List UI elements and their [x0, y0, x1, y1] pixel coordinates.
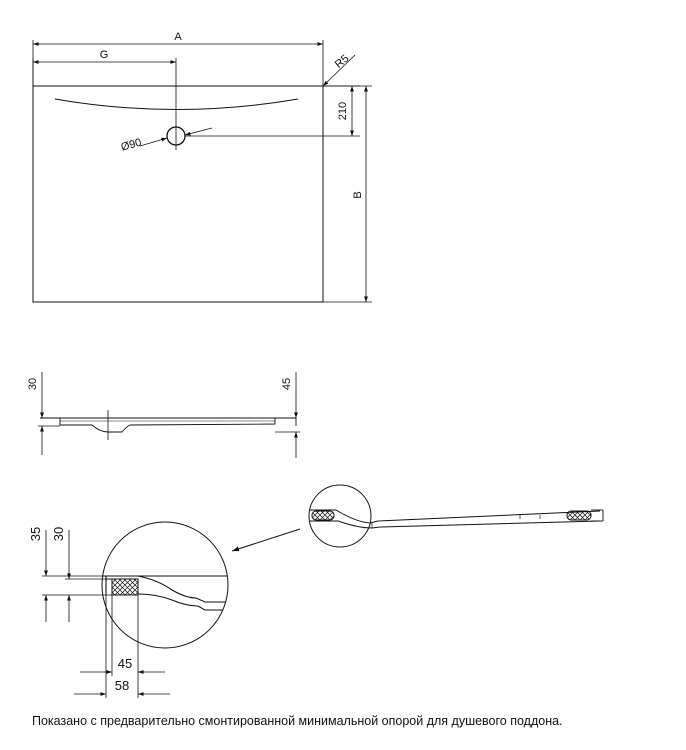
detail-58-label: 58 — [115, 678, 129, 693]
detail-35-label: 35 — [28, 527, 43, 541]
tray-slope-curve — [54, 98, 299, 110]
callout-arrow — [231, 528, 301, 552]
tray-profile — [40, 417, 297, 433]
section-foot-left — [311, 510, 335, 521]
section-foot-right — [566, 510, 592, 521]
dim-d90-leader-right — [184, 127, 213, 136]
detail-30-label: 30 — [51, 527, 66, 541]
dim-d90-leader — [139, 137, 168, 147]
dim-r5-label: R5 — [333, 53, 351, 71]
section-profile-top — [310, 509, 601, 524]
detail-tray-bottom — [137, 593, 228, 611]
detail-45-label: 45 — [118, 656, 132, 671]
dim-g-label: G — [100, 49, 109, 61]
section-profile-ribs — [371, 515, 541, 528]
detail-foot-block — [111, 578, 139, 596]
tray-outline — [32, 85, 324, 303]
side-view — [38, 372, 300, 458]
dim-a-label: A — [174, 31, 182, 43]
dim-d90-label: Ø90 — [120, 137, 143, 154]
dim-210-label: 210 — [337, 102, 349, 120]
detail-view — [42, 521, 229, 698]
side-30-label: 30 — [27, 378, 39, 390]
side-45-label: 45 — [281, 378, 293, 390]
section-view — [231, 484, 604, 552]
caption-text: Показано с предварительно смонтированной… — [32, 714, 563, 728]
dim-r5-leader — [322, 54, 356, 87]
detail-circle — [101, 521, 229, 649]
dim-b-label: B — [352, 191, 364, 198]
section-profile-bottom — [310, 520, 601, 529]
top-view — [32, 40, 372, 303]
section-callout-circle — [308, 484, 372, 548]
